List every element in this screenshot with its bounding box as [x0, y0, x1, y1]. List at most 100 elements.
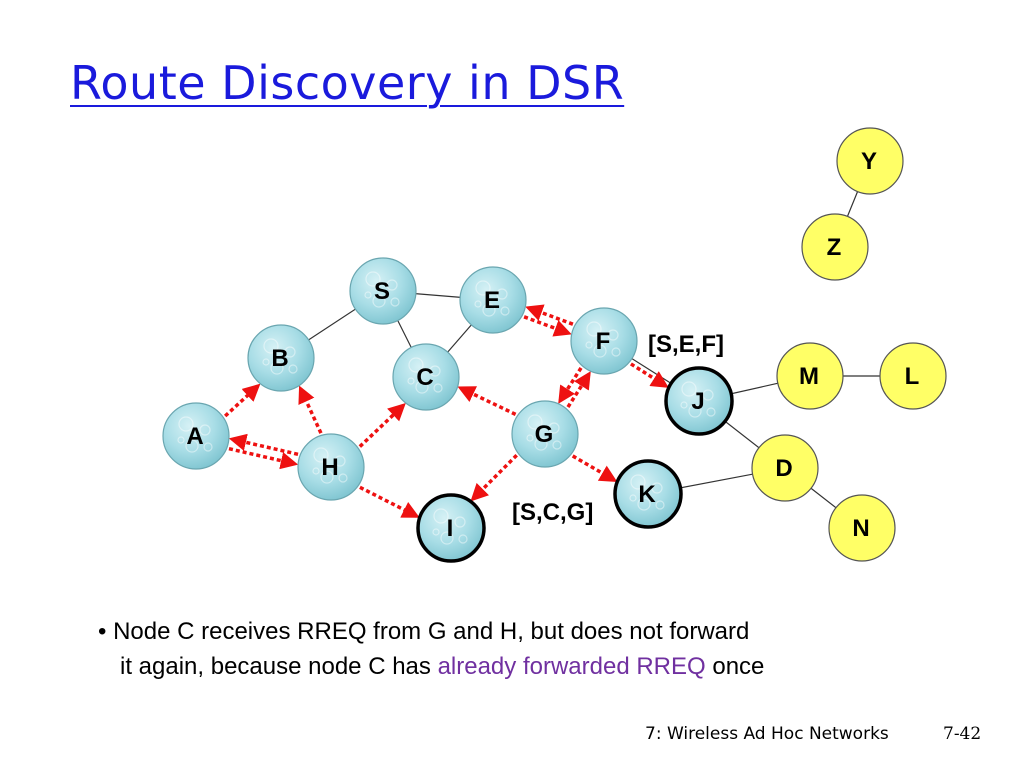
node-z: Z — [801, 213, 869, 281]
node-texture — [655, 500, 665, 510]
bullet-line1: • Node C receives RREQ from G and H, but… — [98, 618, 750, 645]
node-c-circle — [392, 343, 460, 411]
node-texture — [338, 473, 348, 483]
node-texture — [651, 482, 663, 494]
node-texture — [552, 440, 562, 450]
node-y: Y — [836, 127, 904, 195]
node-l-label: L — [905, 363, 920, 390]
node-i: I — [416, 493, 486, 563]
node-j-circle — [664, 366, 734, 436]
node-k-circle — [613, 459, 683, 529]
node-texture — [429, 365, 441, 377]
node-texture — [203, 442, 213, 452]
node-texture — [593, 344, 607, 358]
node-texture — [262, 358, 270, 366]
node-texture — [408, 357, 424, 373]
node-c-label: C — [416, 364, 433, 391]
node-texture — [482, 303, 496, 317]
node-texture — [702, 389, 714, 401]
node-b: B — [247, 324, 315, 392]
node-y-circle — [836, 127, 904, 195]
node-texture — [458, 534, 468, 544]
node-s-label: S — [374, 278, 390, 305]
node-z-label: Z — [827, 234, 842, 261]
node-a-circle — [162, 402, 230, 470]
node-s: S — [349, 257, 417, 325]
node-texture — [433, 508, 449, 524]
node-texture — [611, 347, 621, 357]
node-texture — [185, 439, 199, 453]
rreq-arrow-H-to-B — [298, 385, 323, 434]
node-texture — [178, 416, 194, 432]
node-texture — [288, 364, 298, 374]
node-texture — [548, 422, 560, 434]
bullet-line2-end: once — [705, 653, 765, 680]
node-texture — [637, 497, 651, 511]
node-f: F — [570, 307, 638, 375]
node-d: D — [751, 434, 819, 502]
node-f-label: F — [596, 328, 611, 355]
node-h-label: H — [321, 454, 338, 481]
node-texture — [585, 341, 593, 349]
node-texture — [607, 329, 619, 341]
node-s-circle — [349, 257, 417, 325]
node-a-label: A — [186, 423, 203, 450]
footer-course: 7: Wireless Ad Hoc Networks — [645, 724, 889, 744]
node-n-label: N — [852, 515, 869, 542]
node-texture — [474, 300, 482, 308]
node-k: K — [613, 459, 683, 529]
rreq-arrow-E-to-F — [523, 315, 572, 337]
rreq-arrow-H-to-C — [358, 402, 406, 448]
rreq-arrow-H-to-I — [359, 485, 420, 518]
node-b-circle — [247, 324, 315, 392]
node-i-circle — [416, 493, 486, 563]
node-b-label: B — [271, 345, 288, 372]
bullet-text: • Node C receives RREQ from G and H, but… — [98, 614, 764, 684]
node-texture — [390, 297, 400, 307]
path-labels-layer: [S,E,F] [S,C,G] — [512, 331, 724, 526]
rreq-arrow-F-to-E — [525, 304, 574, 326]
node-l: L — [879, 342, 947, 410]
node-texture — [263, 338, 279, 354]
bullet-highlight: already forwarded RREQ — [437, 653, 706, 680]
node-k-label: K — [638, 481, 656, 508]
node-texture — [320, 470, 334, 484]
rreq-arrow-A-to-H — [228, 447, 299, 470]
slide-title: Route Discovery in DSR — [70, 56, 625, 110]
node-texture — [534, 437, 548, 451]
node-e: E — [459, 266, 527, 334]
node-texture — [454, 516, 466, 528]
rreq-arrow-G-to-K — [571, 454, 618, 482]
rreq-arrow-G-to-I — [470, 453, 518, 502]
node-m: M — [776, 342, 844, 410]
node-e-label: E — [484, 287, 500, 314]
node-texture — [199, 424, 211, 436]
node-texture — [680, 401, 688, 409]
path-label-0: [S,E,F] — [648, 331, 724, 358]
node-texture — [586, 321, 602, 337]
page-number: 7-42 — [943, 724, 982, 744]
node-m-label: M — [799, 363, 819, 390]
node-texture — [312, 467, 320, 475]
node-texture — [270, 361, 284, 375]
node-j-label: J — [691, 388, 704, 415]
node-texture — [688, 404, 702, 418]
nodes-layer: S E F B C A H G I K J Y Z M L D N — [162, 127, 947, 563]
node-texture — [365, 271, 381, 287]
node-texture — [364, 291, 372, 299]
node-texture — [284, 346, 296, 358]
node-texture — [177, 436, 185, 444]
node-g-circle — [511, 400, 579, 468]
node-d-label: D — [775, 455, 792, 482]
path-label-1: [S,C,G] — [512, 499, 593, 526]
rreq-arrow-H-to-A — [228, 433, 299, 456]
node-m-circle — [776, 342, 844, 410]
node-texture — [496, 288, 508, 300]
node-y-label: Y — [861, 148, 877, 175]
node-h: H — [297, 433, 365, 501]
node-texture — [313, 447, 329, 463]
node-a: A — [162, 402, 230, 470]
node-n: N — [828, 494, 896, 562]
node-h-circle — [297, 433, 365, 501]
node-g-label: G — [535, 421, 554, 448]
